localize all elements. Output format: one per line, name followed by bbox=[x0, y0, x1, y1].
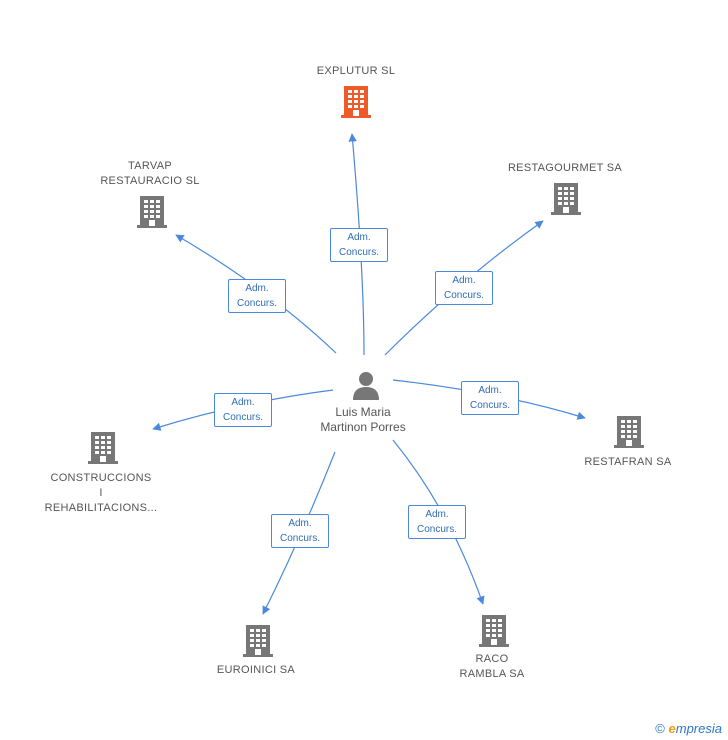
relation-line: Adm. bbox=[347, 232, 371, 243]
relation-line: Concurs. bbox=[416, 524, 457, 535]
copyright-icon: © bbox=[655, 721, 665, 736]
relation-line: Concurs. bbox=[338, 247, 379, 258]
relation-label[interactable]: Adm. Concurs. bbox=[271, 514, 329, 548]
company-label: REHABILITACIONS... bbox=[44, 502, 158, 514]
relation-label[interactable]: Adm. Concurs. bbox=[408, 505, 466, 539]
company-node-tarvap[interactable]: TARVAP RESTAURACIO SL bbox=[90, 159, 210, 189]
building-icon bbox=[550, 181, 582, 222]
company-label: EXPLUTUR SL bbox=[316, 65, 396, 77]
company-node-euroinici[interactable]: EUROINICI SA bbox=[200, 663, 312, 678]
relation-line: Concurs. bbox=[443, 290, 484, 301]
company-label: RAMBLA SA bbox=[459, 668, 525, 680]
building-icon bbox=[136, 194, 168, 235]
company-label: RESTAURACIO SL bbox=[100, 175, 200, 187]
company-label: CONSTRUCCIONS bbox=[50, 472, 152, 484]
company-node-construccions[interactable]: CONSTRUCCIONS I REHABILITACIONS... bbox=[38, 471, 164, 516]
relation-line: Adm. bbox=[245, 283, 269, 294]
relation-line: Concurs. bbox=[222, 412, 263, 423]
relation-line: Adm. bbox=[452, 275, 476, 286]
building-icon bbox=[340, 84, 372, 125]
company-node-restagourmet[interactable]: RESTAGOURMET SA bbox=[495, 161, 635, 176]
building-icon bbox=[613, 414, 645, 455]
relation-line: Adm. bbox=[478, 385, 502, 396]
relation-line: Concurs. bbox=[279, 533, 320, 544]
relation-line: Adm. bbox=[288, 518, 312, 529]
person-name: Luis Maria Martinon Porres bbox=[318, 405, 408, 435]
company-label: RESTAFRAN SA bbox=[584, 456, 672, 468]
brand-logo-e: e bbox=[668, 721, 676, 736]
company-label: RESTAGOURMET SA bbox=[507, 162, 623, 174]
relation-label[interactable]: Adm. Concurs. bbox=[435, 271, 493, 305]
building-icon bbox=[242, 623, 274, 664]
relation-label[interactable]: Adm. Concurs. bbox=[214, 393, 272, 427]
company-node-raco[interactable]: RACO RAMBLA SA bbox=[440, 652, 544, 682]
building-icon bbox=[87, 430, 119, 471]
relation-line: Adm. bbox=[231, 397, 255, 408]
brand-logo-text: mpresia bbox=[675, 721, 722, 736]
person-name-line: Luis Maria bbox=[335, 405, 391, 419]
relation-line: Adm. bbox=[425, 509, 449, 520]
person-icon bbox=[353, 372, 379, 400]
person-name-line: Porres bbox=[370, 420, 406, 434]
company-node-explutur[interactable]: EXPLUTUR SL bbox=[296, 64, 416, 79]
person-name-line: Martinon bbox=[320, 420, 367, 434]
company-node-restafran[interactable]: RESTAFRAN SA bbox=[572, 455, 684, 470]
relation-label[interactable]: Adm. Concurs. bbox=[330, 228, 388, 262]
relation-label[interactable]: Adm. Concurs. bbox=[228, 279, 286, 313]
company-label: I bbox=[99, 487, 103, 499]
company-label: EUROINICI SA bbox=[216, 664, 296, 676]
company-label: TARVAP bbox=[128, 160, 172, 172]
footer-brand[interactable]: © empresia bbox=[655, 721, 722, 736]
building-icon bbox=[478, 613, 510, 654]
relation-line: Concurs. bbox=[469, 400, 510, 411]
relation-line: Concurs. bbox=[236, 298, 277, 309]
relation-label[interactable]: Adm. Concurs. bbox=[461, 381, 519, 415]
company-label: RACO bbox=[475, 653, 509, 665]
